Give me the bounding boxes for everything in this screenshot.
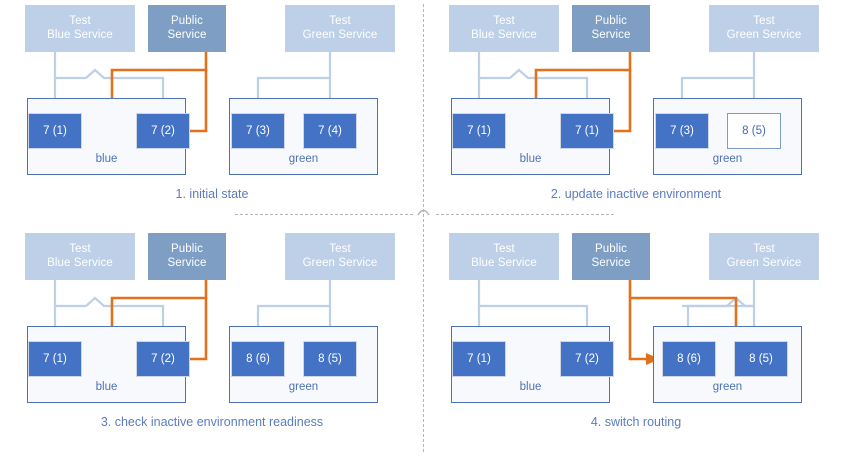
environment-label-green: green bbox=[288, 153, 319, 165]
service-label-line1: Public bbox=[595, 243, 627, 255]
pod-blue-1[interactable]: 7 (1) bbox=[28, 341, 82, 377]
wire-testgreen-to-pod3 bbox=[256, 52, 332, 104]
service-label-line2: Green Service bbox=[302, 28, 378, 41]
wire-testblue-trunk bbox=[53, 280, 86, 308]
pod-blue-1[interactable]: 7 (1) bbox=[452, 113, 506, 149]
service-label-line2: Green Service bbox=[726, 28, 802, 41]
divider-vertical bbox=[423, 4, 424, 452]
service-test-green[interactable]: Test Green Service bbox=[709, 5, 819, 52]
pod-green-1[interactable]: 8 (6) bbox=[231, 341, 285, 377]
service-test-green[interactable]: Test Green Service bbox=[285, 5, 395, 52]
service-label-line2: Service bbox=[167, 256, 207, 269]
pod-green-2-pending[interactable]: 8 (5) bbox=[727, 113, 781, 149]
wire-testblue-trunk bbox=[477, 52, 510, 80]
routing-public-to-green-pod1 bbox=[628, 280, 648, 361]
service-label-line2: Green Service bbox=[302, 256, 378, 269]
service-test-blue[interactable]: Test Blue Service bbox=[25, 5, 135, 52]
wire-testblue-to-pod2 bbox=[85, 68, 165, 104]
pod-blue-1[interactable]: 7 (1) bbox=[28, 113, 82, 149]
pod-blue-2[interactable]: 7 (1) bbox=[560, 113, 614, 149]
pod-blue-1[interactable]: 7 (1) bbox=[452, 341, 506, 377]
panel-4-switch-routing: Test Blue Service Public Service Test Gr… bbox=[424, 228, 848, 456]
divider-horizontal-left bbox=[235, 214, 413, 215]
service-public[interactable]: Public Service bbox=[572, 5, 650, 52]
panel-2-update-inactive-environment: Test Blue Service Public Service Test Gr… bbox=[424, 0, 848, 228]
service-label-line2: Blue Service bbox=[471, 28, 537, 41]
panel-caption: 3. check inactive environment readiness bbox=[100, 415, 324, 429]
service-test-green[interactable]: Test Green Service bbox=[709, 233, 819, 280]
service-label-line1: Test bbox=[753, 243, 775, 255]
service-label-line2: Blue Service bbox=[47, 28, 113, 41]
service-label-line2: Blue Service bbox=[471, 256, 537, 269]
service-label-line1: Test bbox=[493, 243, 515, 255]
service-public[interactable]: Public Service bbox=[148, 5, 226, 52]
environment-label-blue: blue bbox=[95, 381, 118, 393]
panel-1-initial-state: Test Blue Service Public Service Test Gr… bbox=[0, 0, 424, 228]
service-label-line2: Service bbox=[591, 28, 631, 41]
service-label-line1: Test bbox=[329, 15, 351, 27]
service-label-line1: Public bbox=[595, 15, 627, 27]
environment-label-blue: blue bbox=[95, 153, 118, 165]
service-public[interactable]: Public Service bbox=[572, 233, 650, 280]
pod-blue-2[interactable]: 7 (2) bbox=[136, 341, 190, 377]
panel-caption: 1. initial state bbox=[175, 187, 249, 201]
environment-label-blue: blue bbox=[519, 153, 542, 165]
environment-label-green: green bbox=[712, 381, 743, 393]
pod-green-2[interactable]: 8 (5) bbox=[303, 341, 357, 377]
divider-crossing-hop-icon bbox=[417, 209, 430, 216]
service-test-blue[interactable]: Test Blue Service bbox=[449, 233, 559, 280]
wire-testgreen-to-pod3 bbox=[680, 52, 756, 104]
service-label-line1: Test bbox=[69, 243, 91, 255]
panel-caption: 4. switch routing bbox=[590, 415, 682, 429]
service-label-line1: Public bbox=[171, 243, 203, 255]
pod-green-1[interactable]: 7 (3) bbox=[655, 113, 709, 149]
environment-label-green: green bbox=[712, 153, 743, 165]
pod-green-2[interactable]: 7 (4) bbox=[303, 113, 357, 149]
service-public[interactable]: Public Service bbox=[148, 233, 226, 280]
service-test-blue[interactable]: Test Blue Service bbox=[449, 5, 559, 52]
service-test-blue[interactable]: Test Blue Service bbox=[25, 233, 135, 280]
pod-green-2[interactable]: 8 (5) bbox=[734, 341, 788, 377]
service-test-green[interactable]: Test Green Service bbox=[285, 233, 395, 280]
wire-testblue-trunk bbox=[53, 52, 86, 80]
wire-testblue-to-pod2 bbox=[509, 68, 589, 104]
service-label-line2: Green Service bbox=[726, 256, 802, 269]
pod-blue-2[interactable]: 7 (2) bbox=[560, 341, 614, 377]
panel-3-check-inactive-environment-readiness: Test Blue Service Public Service Test Gr… bbox=[0, 228, 424, 456]
pod-blue-2[interactable]: 7 (2) bbox=[136, 113, 190, 149]
pod-green-1[interactable]: 7 (3) bbox=[231, 113, 285, 149]
service-label-line1: Test bbox=[329, 243, 351, 255]
panel-caption: 2. update inactive environment bbox=[550, 187, 722, 201]
wire-testblue-to-pod2 bbox=[477, 280, 589, 332]
pod-green-1[interactable]: 8 (6) bbox=[662, 341, 716, 377]
environment-label-blue: blue bbox=[519, 381, 542, 393]
service-label-line1: Test bbox=[753, 15, 775, 27]
service-label-line1: Public bbox=[171, 15, 203, 27]
service-label-line1: Test bbox=[493, 15, 515, 27]
service-label-line1: Test bbox=[69, 15, 91, 27]
environment-label-green: green bbox=[288, 381, 319, 393]
service-label-line2: Service bbox=[167, 28, 207, 41]
service-label-line2: Service bbox=[591, 256, 631, 269]
service-label-line2: Blue Service bbox=[47, 256, 113, 269]
wire-testgreen-to-pod3 bbox=[256, 280, 332, 332]
wire-testblue-to-pod2 bbox=[85, 296, 165, 332]
divider-horizontal-right bbox=[436, 214, 614, 215]
